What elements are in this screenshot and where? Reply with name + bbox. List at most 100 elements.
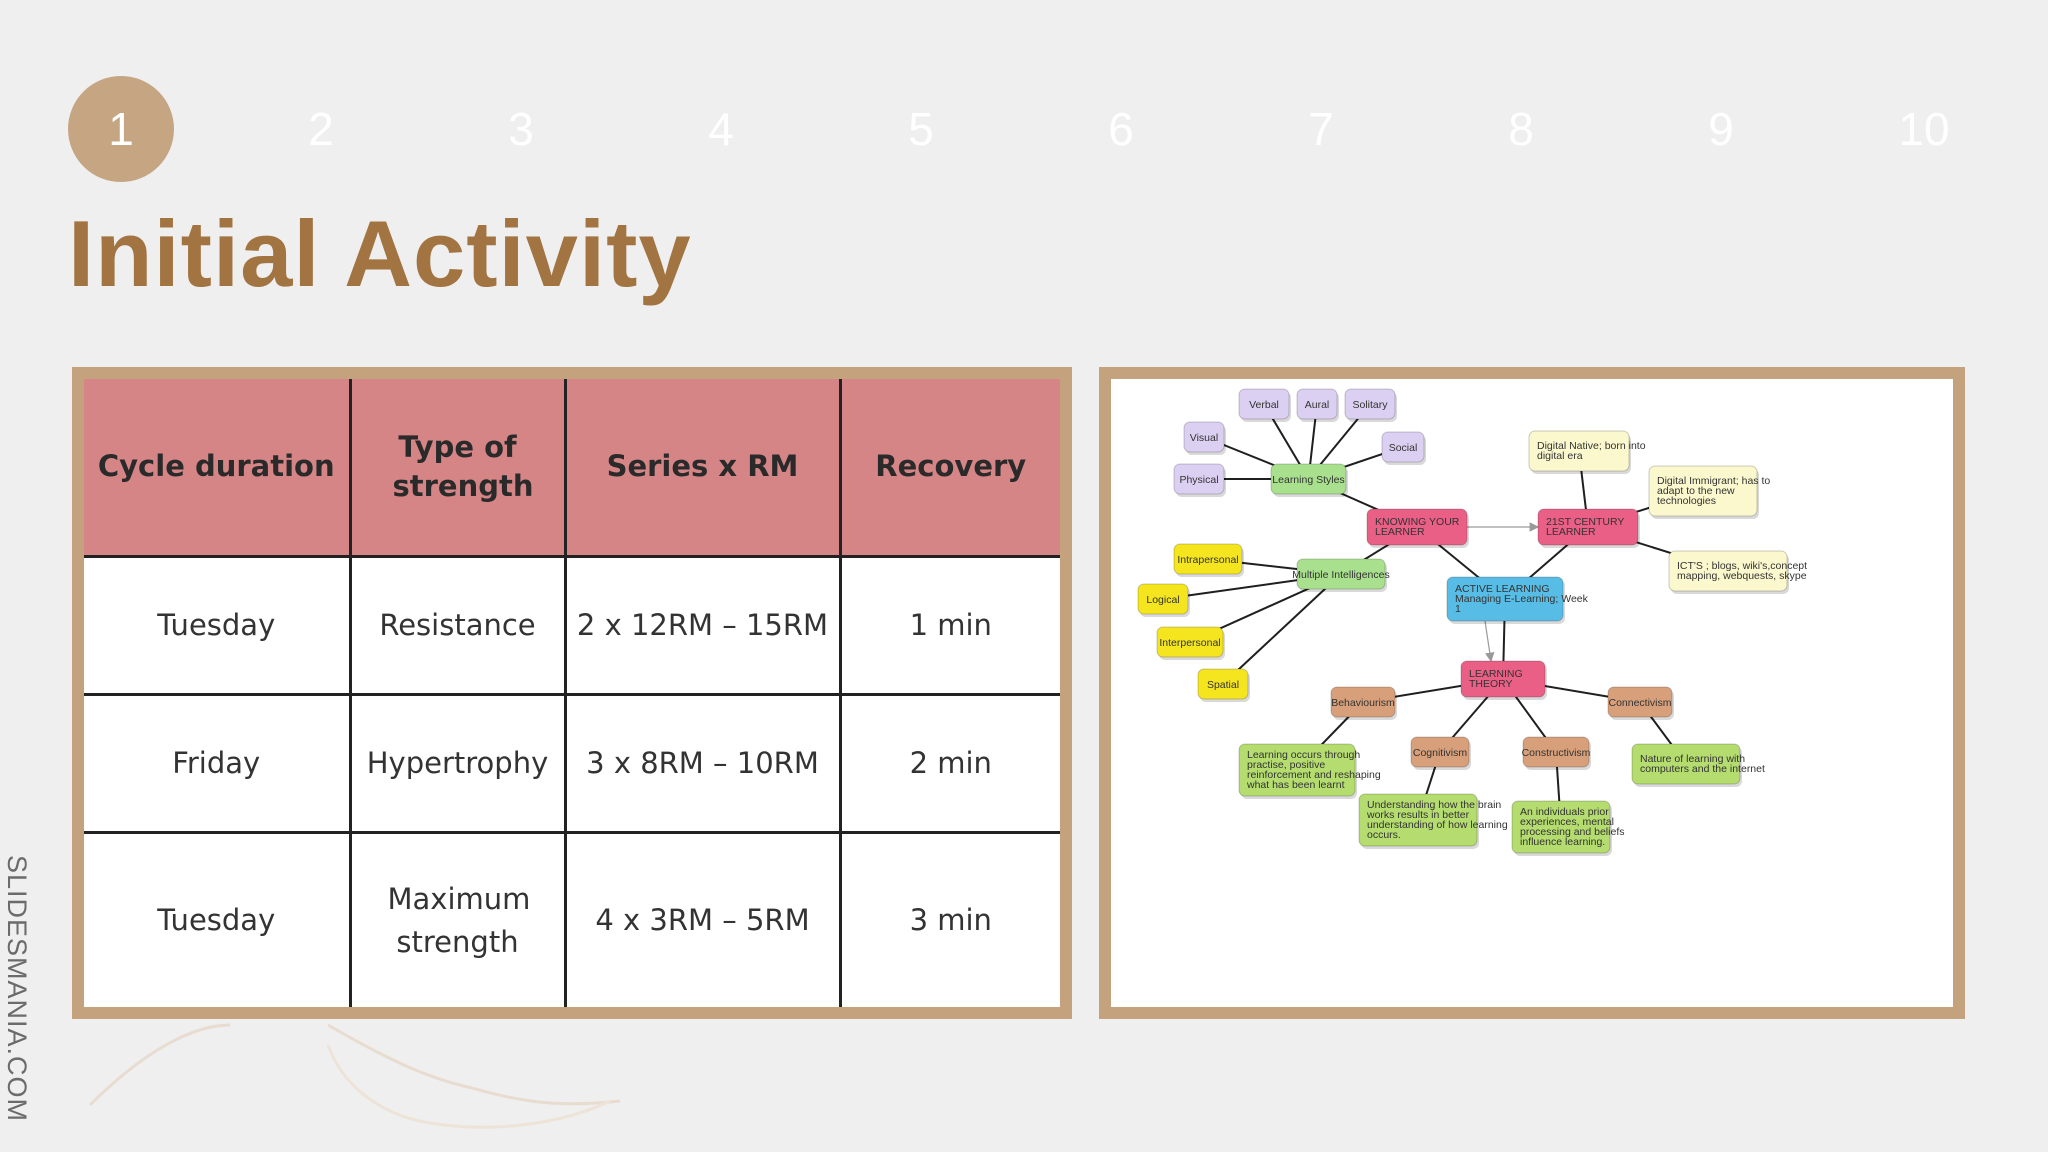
table-row: Tuesday Maximum strength 4 x 3RM – 5RM 3… [84, 831, 1060, 1007]
nav-item-1[interactable]: 1 [68, 76, 174, 182]
table-row: Friday Hypertrophy 3 x 8RM – 10RM 2 min [84, 693, 1060, 833]
nav-item-6[interactable]: 6 [1108, 103, 1134, 155]
mindmap-node-label: Visual [1190, 432, 1218, 444]
mindmap-node-box [1183, 421, 1225, 453]
cell-cycle-duration: Friday [84, 693, 352, 833]
mindmap-node-box [1410, 736, 1470, 768]
mindmap-node-box [1173, 543, 1243, 575]
nav-item-2[interactable]: 2 [308, 103, 334, 155]
nav-item-8[interactable]: 8 [1508, 103, 1534, 155]
mindmap-node-label: Digital Native; born into [1537, 440, 1646, 452]
mindmap-node-box [1173, 463, 1225, 495]
nav-item-3[interactable]: 3 [508, 103, 534, 155]
mindmap-node-visual: Visual [1183, 421, 1226, 455]
cell-type-of-strength: Maximum strength [350, 831, 567, 1007]
mindmap-node-label: Solitary [1352, 399, 1388, 411]
mindmap-node-label: Nature of learning with [1640, 753, 1745, 765]
mindmap-node-label: computers and the internet [1640, 763, 1765, 775]
mindmap-node-label: Intrapersonal [1177, 554, 1238, 566]
mindmap-node-box [1668, 550, 1788, 592]
mindmap-node-behaviourism: Behaviourism [1330, 686, 1397, 720]
mindmap-node-connectivism: Connectivism [1607, 686, 1674, 720]
nav-item-10[interactable]: 10 [1898, 103, 1950, 155]
mindmap-node-label: adapt to the new [1657, 485, 1735, 497]
mindmap-node-label: works results in better [1366, 809, 1470, 821]
mindmap-node-learning-styles: Learning Styles [1270, 463, 1348, 497]
mindmap-node-cognitivism: Cognitivism [1410, 736, 1471, 770]
cell-series-rm: 4 x 3RM – 5RM [565, 831, 842, 1007]
brand-watermark: SLIDESMANIA.COM [2, 855, 32, 1123]
mindmap-node-label: what has been learnt [1246, 779, 1345, 791]
mindmap-node-box [1137, 583, 1189, 615]
cell-type-of-strength: Resistance [350, 555, 567, 695]
mindmap-node-logical: Logical [1137, 583, 1190, 617]
mindmap-node-constructivism: Constructivism [1522, 736, 1591, 770]
mindmap-node-box [1537, 508, 1639, 546]
mindmap-node-label: ICT'S ; blogs, wiki's,concept [1677, 560, 1807, 572]
mindmap-node-label: Connectivism [1608, 697, 1671, 709]
mindmap-node-label: occurs. [1367, 829, 1401, 841]
mindmap-node-box [1330, 686, 1396, 718]
header-type-of-strength: Type of strength [350, 379, 567, 557]
mindmap-node-label: An individuals prior [1520, 806, 1609, 818]
mindmap-node-box [1511, 800, 1611, 854]
mindmap-node-box [1296, 388, 1338, 420]
mindmap-node-box [1381, 431, 1425, 463]
cell-series-rm: 3 x 8RM – 10RM [565, 693, 842, 833]
table-frame: Cycle duration Type of strength Series x… [72, 367, 1072, 1019]
cell-type-of-strength: Hypertrophy [350, 693, 567, 833]
cell-recovery: 2 min [840, 693, 1060, 833]
cell-recovery: 3 min [840, 831, 1060, 1007]
mindmap-node-box [1270, 463, 1347, 495]
cell-cycle-duration: Tuesday [84, 831, 352, 1007]
mindmap-node-box [1528, 430, 1630, 472]
mindmap-node-box [1522, 736, 1590, 768]
cell-cycle-duration: Tuesday [84, 555, 352, 695]
nav-item-9[interactable]: 9 [1708, 103, 1734, 155]
nav-item-7[interactable]: 7 [1308, 103, 1334, 155]
mindmap-node-label: LEARNER [1546, 526, 1596, 538]
mindmap-node-label: Understanding how the brain [1367, 799, 1501, 811]
nav-item-4[interactable]: 4 [708, 103, 734, 155]
mindmap-node-box [1366, 508, 1468, 546]
mindmap-node-label: 21ST CENTURY [1546, 516, 1624, 528]
mindmap-node-label: Behaviourism [1331, 697, 1395, 709]
mindmap-node-label: Constructivism [1522, 747, 1591, 759]
mindmap-node-label: Physical [1179, 474, 1218, 486]
slide-navigation: 1 2 3 4 5 6 7 8 9 10 [68, 76, 1968, 182]
mindmap-node-verbal: Verbal [1238, 388, 1291, 422]
cell-series-rm: 2 x 12RM – 15RM [565, 555, 842, 695]
mindmap-node-physical: Physical [1173, 463, 1226, 497]
mindmap-node-label: Multiple Intelligences [1292, 569, 1389, 581]
mindmap-node-label: reinforcement and reshaping [1247, 769, 1381, 781]
mindmap-node-label: KNOWING YOUR [1375, 516, 1460, 528]
mindmap-node-box [1648, 465, 1758, 517]
mindmap-arrow [1484, 620, 1495, 663]
mindmap-node-box [1358, 793, 1478, 847]
mindmap-node-label: Learning occurs through [1247, 749, 1360, 761]
mindmap-node-label: THEORY [1469, 678, 1513, 690]
mindmap-node-solitary: Solitary [1344, 388, 1397, 422]
mindmap-node-label: ACTIVE LEARNING [1455, 583, 1550, 595]
mindmap-node-box [1631, 743, 1741, 785]
mindmap-node-aural: Aural [1296, 388, 1339, 422]
header-cycle-duration: Cycle duration [84, 379, 352, 557]
mindmap-node-label: digital era [1537, 450, 1583, 462]
table-panel: Cycle duration Type of strength Series x… [84, 379, 1060, 1007]
mindmap-node-intrapersonal: Intrapersonal [1173, 543, 1244, 577]
mindmap-node-label: LEARNER [1375, 526, 1425, 538]
cell-type-of-strength-label: Maximum strength [387, 882, 531, 959]
nav-item-5[interactable]: 5 [908, 103, 934, 155]
mindmap-node-label: 1 [1455, 603, 1461, 615]
mindmap-node-label: Interpersonal [1159, 637, 1220, 649]
mindmap-connector [1222, 573, 1342, 685]
